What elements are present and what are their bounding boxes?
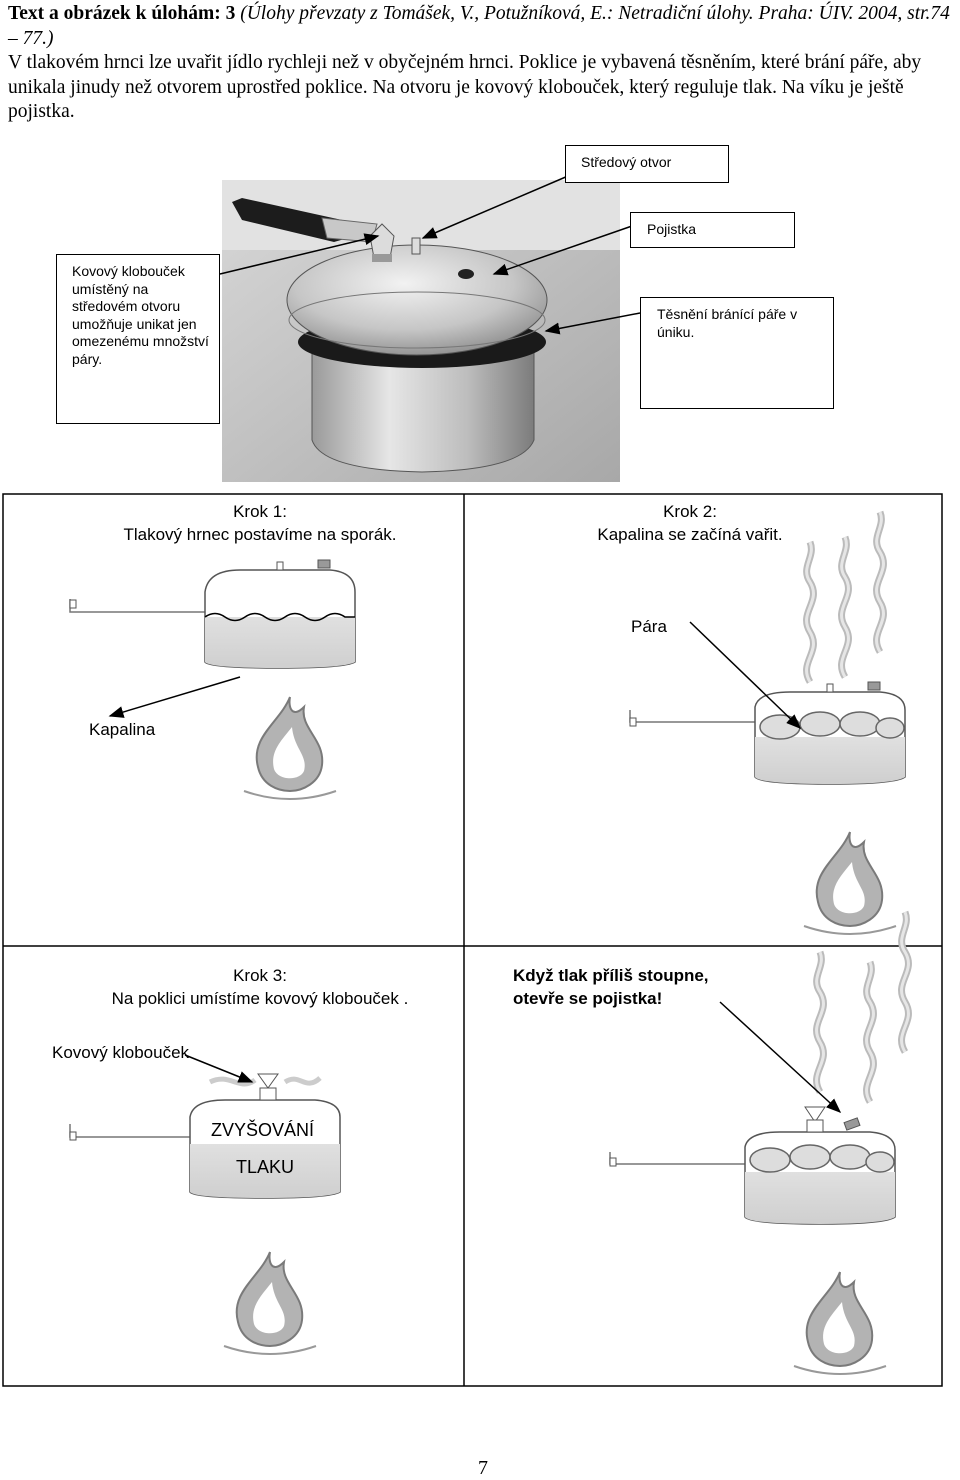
page-number: 7 <box>478 1457 488 1479</box>
liquid-label: Kapalina <box>89 720 156 739</box>
step3-pot <box>69 1054 341 1355</box>
step2-title: Krok 2: <box>663 502 717 521</box>
step1-text: Tlakový hrnec postavíme na sporák. <box>123 525 397 544</box>
step1-title: Krok 1: <box>233 502 287 521</box>
step2-text: Kapalina se začíná vařit. <box>597 525 783 544</box>
header-text: Text a obrázek k úlohám: 3 (Úlohy převza… <box>8 2 953 125</box>
steam-label: Pára <box>631 617 667 636</box>
pressure-increase-line2: TLAKU <box>236 1157 295 1177</box>
step3-caption: Krok 3: Na poklici umístíme kovový klobo… <box>40 964 480 1010</box>
callout-seal: Těsnění bránící páře v úniku. <box>640 297 834 409</box>
step1-caption: Krok 1: Tlakový hrnec postavíme na sporá… <box>40 500 480 546</box>
step1-pot <box>69 559 356 800</box>
callout-cap-description: Kovový klobouček umístěný na středovém o… <box>56 254 220 424</box>
steps-illustration <box>2 493 943 1387</box>
pressure-increase-line1: ZVYŠOVÁNÍ <box>211 1120 315 1140</box>
step3-text: Na poklici umístíme kovový klobouček . <box>111 989 409 1008</box>
step4-line1: Když tlak příliš stoupne, <box>513 966 709 985</box>
step3-title: Krok 3: <box>233 966 287 985</box>
source-label: Text a obrázek k úlohám: 3 <box>8 3 236 24</box>
step4-caption: Když tlak příliš stoupne, otevře se poji… <box>513 964 813 1010</box>
source-citation: (Úlohy převzaty z Tomášek, V., Potužníko… <box>8 3 950 49</box>
cap-label: Kovový klobouček <box>52 1043 190 1062</box>
pressure-cooker-photo <box>222 180 620 482</box>
step4-line2: otevře se pojistka! <box>513 989 663 1008</box>
callout-center-hole: Středový otvor <box>565 145 729 183</box>
intro-paragraph: V tlakovém hrnci lze uvařit jídlo rychle… <box>8 52 922 122</box>
callout-safety-valve: Pojistka <box>630 212 795 248</box>
step4-pot <box>609 912 908 1375</box>
step2-pot <box>629 512 906 935</box>
step2-caption: Krok 2: Kapalina se začíná vařit. <box>470 500 910 546</box>
